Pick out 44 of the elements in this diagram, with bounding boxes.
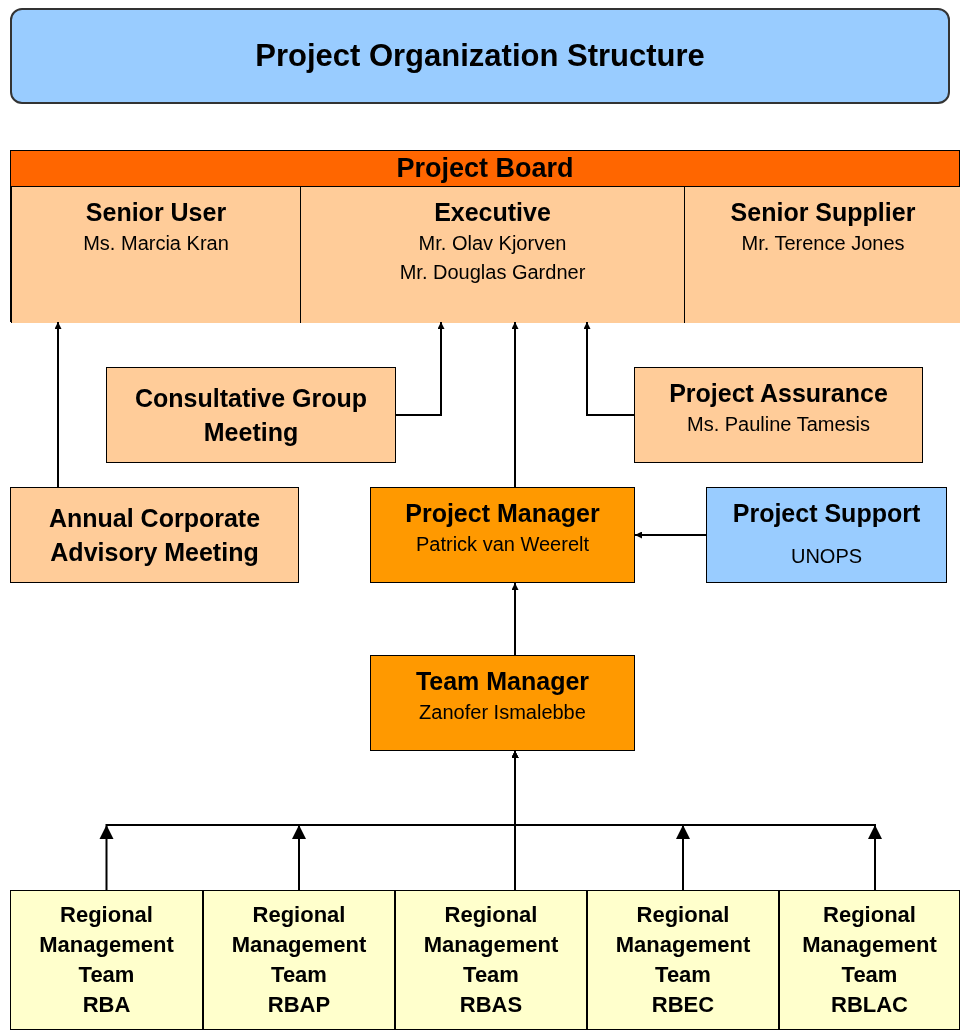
role-box xyxy=(370,487,635,583)
role-title: Team Manager xyxy=(414,666,591,697)
team-box xyxy=(395,890,587,1030)
person-name: Ms. Marcia Kran xyxy=(82,231,230,256)
team-label: RBLAC xyxy=(830,991,909,1019)
role-title: Project Support xyxy=(731,498,922,529)
team-label: RBAP xyxy=(266,991,332,1019)
role-title: Senior Supplier xyxy=(729,197,917,228)
role-box xyxy=(10,487,299,583)
role-title: Senior User xyxy=(84,197,228,228)
role-title: Project Assurance xyxy=(668,378,889,409)
role-cell xyxy=(11,187,300,323)
role-box xyxy=(370,655,635,751)
role-title: Consultative Group Meeting xyxy=(134,383,368,448)
role-title: Executive xyxy=(433,197,552,228)
person-name: UNOPS xyxy=(789,544,864,569)
team-label: Regional Management Team xyxy=(38,901,175,989)
team-label: Regional Management Team xyxy=(801,901,938,989)
role-cell xyxy=(300,187,684,323)
role-box xyxy=(634,367,923,463)
person-name: Patrick van Weerelt xyxy=(415,532,590,557)
person-name: Mr. Olav Kjorven xyxy=(417,231,568,256)
role-box xyxy=(706,487,947,583)
team-box xyxy=(587,890,779,1030)
board-header: Project Board xyxy=(11,151,959,187)
team-box xyxy=(779,890,960,1030)
person-name: Mr. Douglas Gardner xyxy=(398,260,587,285)
team-label: RBA xyxy=(81,991,132,1019)
team-box xyxy=(203,890,395,1030)
role-cell xyxy=(684,187,960,323)
person-name: Zanofer Ismalebbe xyxy=(418,700,587,725)
team-label: Regional Management Team xyxy=(422,901,560,989)
board-panel xyxy=(10,150,960,322)
team-label: RBAS xyxy=(458,991,524,1019)
person-name: Mr. Terence Jones xyxy=(740,231,906,256)
person-name: Ms. Pauline Tamesis xyxy=(685,412,871,437)
team-label: Regional Management Team xyxy=(614,901,752,989)
role-title: Project Manager xyxy=(404,498,601,529)
role-title: Annual Corporate Advisory Meeting xyxy=(47,503,262,568)
team-label: Regional Management Team xyxy=(230,901,368,989)
role-box xyxy=(106,367,396,463)
team-label: RBEC xyxy=(650,991,716,1019)
title-banner: Project Organization Structure xyxy=(10,8,950,104)
team-box xyxy=(10,890,203,1030)
